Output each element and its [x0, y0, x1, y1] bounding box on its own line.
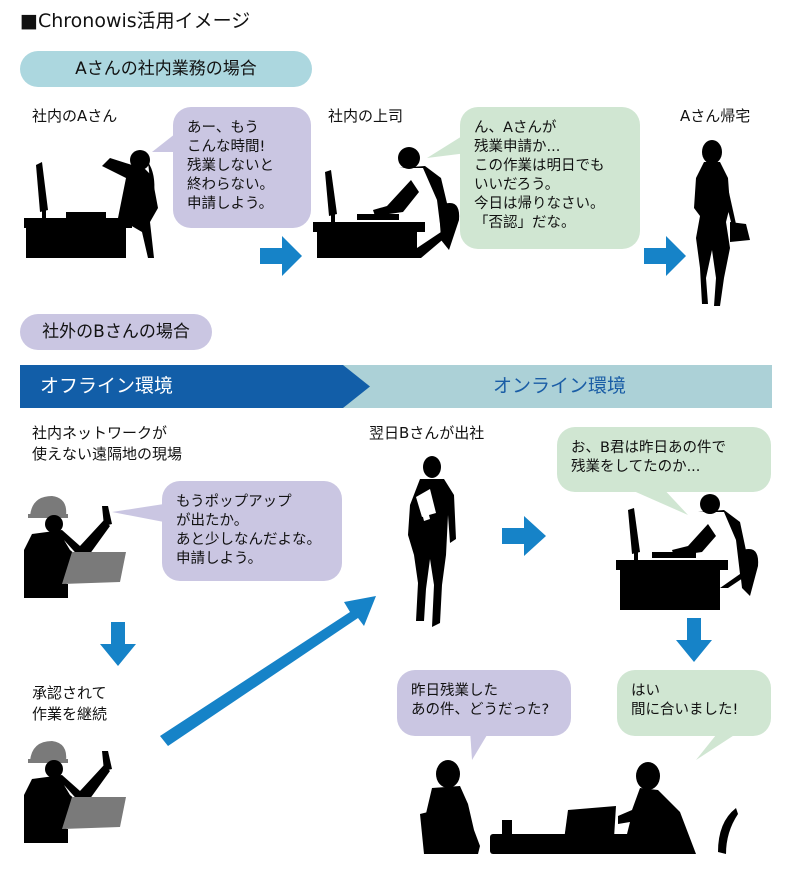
step-label-approved: 承認されて 作業を継続	[32, 684, 108, 723]
woman-walking-silhouette	[694, 140, 750, 306]
man-at-desk-silhouette	[616, 494, 759, 610]
online-environment-label: オンライン環境	[493, 375, 627, 397]
worker-with-laptop-silhouette	[24, 496, 126, 598]
speech-bubble-meeting-boss: 昨日残業した あの件、どうだった?	[397, 670, 571, 736]
step-label-boss: 社内の上司	[328, 107, 404, 125]
speech-bubble-meeting-b: はい 間に合いました!	[617, 670, 771, 736]
scenario-b-heading: 社外のBさんの場合	[20, 314, 212, 350]
right-arrow-icon	[260, 236, 302, 276]
down-arrow-icon	[100, 622, 136, 666]
step-label-next-day: 翌日Bさんが出社	[369, 424, 485, 442]
step-label-a-employee: 社内のAさん	[32, 107, 118, 125]
right-arrow-icon	[644, 236, 686, 276]
bubble-tail	[427, 133, 467, 158]
speech-bubble-boss: ん、Aさんが 残業申請か... この作業は明日でも いいだろう。 今日は帰りなさ…	[460, 107, 640, 249]
speech-bubble-boss-b: お、B君は昨日あの件で 残業をしてたのか...	[557, 427, 771, 492]
down-arrow-icon	[676, 618, 712, 662]
speech-bubble-a-employee: あー、もう こんな時間! 残業しないと 終わらない。 申請しよう。	[173, 107, 311, 228]
woman-at-desk-silhouette	[24, 150, 158, 258]
diagonal-arrow-icon	[160, 596, 376, 746]
bubble-tail	[470, 730, 490, 760]
step-label-a-home: Aさん帰宅	[680, 107, 751, 125]
right-arrow-icon	[502, 516, 546, 556]
bubble-tail	[696, 730, 742, 760]
worker-with-laptop-silhouette	[24, 741, 126, 843]
meeting-silhouette	[420, 760, 738, 854]
scenario-a-heading: Aさんの社内業務の場合	[20, 51, 312, 87]
offline-environment-label: オフライン環境	[40, 375, 174, 397]
man-at-desk-silhouette	[313, 147, 460, 258]
speech-bubble-remote-worker: もうポップアップ が出たか。 あと少しなんだよな。 申請しよう。	[162, 481, 342, 581]
step-label-remote-site: 社内ネットワークが 使えない遠隔地の現場	[32, 424, 183, 463]
page-title: ■Chronowis活用イメージ	[20, 10, 251, 32]
bubble-tail	[620, 485, 688, 515]
bubble-tail	[112, 504, 164, 522]
environment-banner	[20, 365, 772, 408]
man-walking-silhouette	[408, 456, 456, 627]
